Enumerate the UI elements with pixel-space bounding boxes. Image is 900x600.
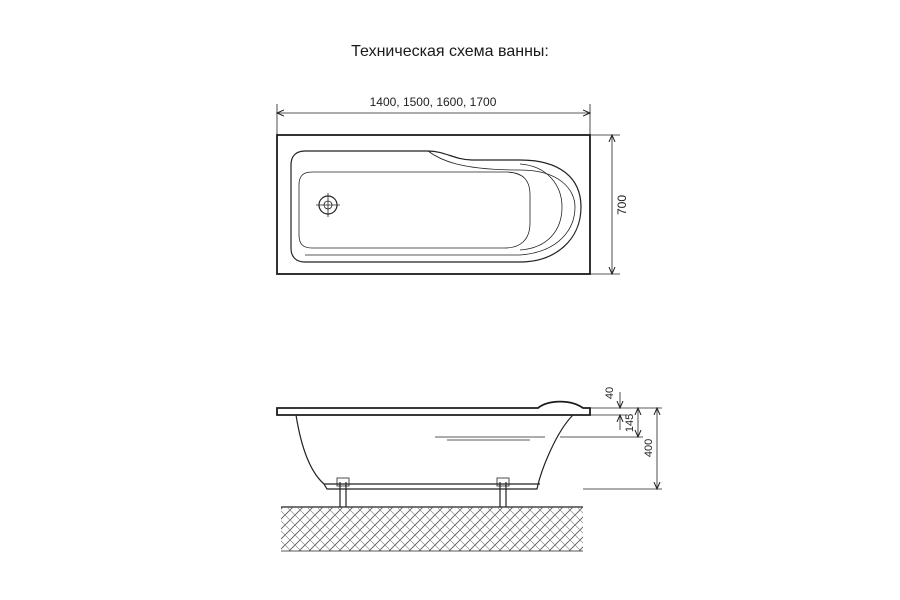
tub-rim [276,400,591,416]
tub-backrest-inner-curve [519,163,563,251]
width-dimension-label: 700 [615,195,629,215]
length-dimension-label: 1400, 1500, 1600, 1700 [370,95,497,109]
rim-to-overflow-label: 145 [624,414,636,432]
tub-basin-outline [290,150,582,263]
floor-hatch [281,507,583,551]
tub-body [295,414,574,490]
total-height-label: 400 [643,439,655,457]
top-view: 1400, 1500, 1600, 1700 700 [277,95,629,274]
tub-leg-left [336,477,350,507]
tub-backrest-curve [305,150,576,256]
tub-basin-inner [298,171,531,249]
side-view: 40 145 400 [276,387,662,552]
drain-icon [316,193,340,217]
diagram-title: Техническая схема ванны: [351,43,549,60]
rim-thickness-label: 40 [604,387,616,399]
tub-outer-rim [276,134,591,275]
tub-leg-right [496,477,510,507]
